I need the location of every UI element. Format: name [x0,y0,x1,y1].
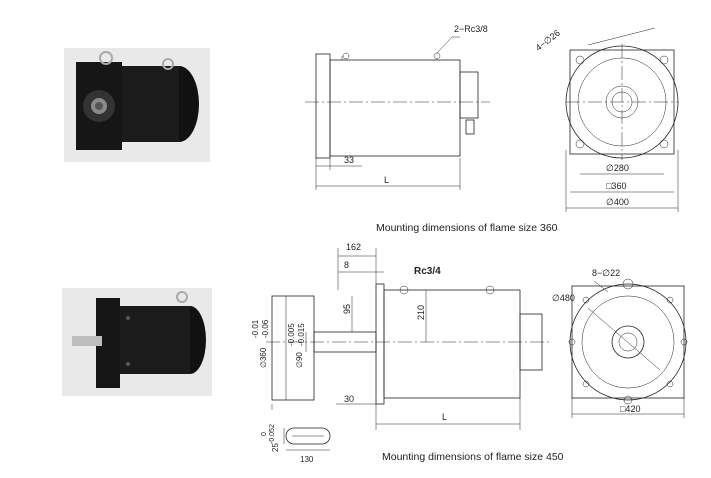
square-360: □360 [606,181,626,191]
side-view-450: 162 8 Rc3/4 95 210 ∅360 -0.01 -0.06 ∅90 … [251,242,550,430]
dim-162: 162 [346,242,361,252]
key-width: 25 [271,443,280,452]
dim-30: 30 [344,394,354,404]
caption-450: Mounting dimensions of flame size 450 [382,451,564,463]
key-tol-lower: -0.052 [269,424,276,444]
length-label-450: L [442,412,447,422]
dim-8: 8 [344,260,349,270]
dia-360-label: ∅360 [259,347,268,368]
port-label-450: Rc3/4 [414,266,441,277]
motor-photo-360 [64,48,210,162]
dim-210: 210 [416,305,426,320]
motor-450-illustration [72,291,206,388]
end-view-450: 8−∅22 ∅480 □420 [552,268,688,418]
motor-360-illustration [76,51,199,150]
end-view-360: 4−∅26 ∅280 □360 ∅400 [534,27,679,212]
key-length: 130 [300,455,314,464]
motor-photo-450 [62,288,212,396]
key-view: 25 0 -0.052 130 [261,424,331,464]
tol-360-lower: -0.06 [261,319,270,338]
pcd-360: ∅280 [606,163,629,173]
tol-90-upper: -0.005 [287,323,296,346]
tol-90-lower: -0.015 [297,323,306,346]
pcd-450: ∅480 [552,293,575,303]
flange-offset-360: 33 [344,155,354,165]
tol-360-upper: -0.01 [251,319,260,338]
port-label-360: 2−Rc3/8 [454,24,488,34]
outer-dia-360: ∅400 [606,197,629,207]
square-450: □420 [620,404,640,414]
dim-95: 95 [342,304,352,314]
dia-90-label: ∅90 [295,352,304,368]
side-view-360: 2−Rc3/8 33 L [305,24,490,190]
holes-label-450: 8−∅22 [592,268,620,278]
length-label-360: L [384,175,389,185]
holes-label-360: 4−∅26 [534,28,562,53]
caption-360: Mounting dimensions of flame size 360 [376,222,558,234]
key-tol-upper: 0 [261,432,268,436]
